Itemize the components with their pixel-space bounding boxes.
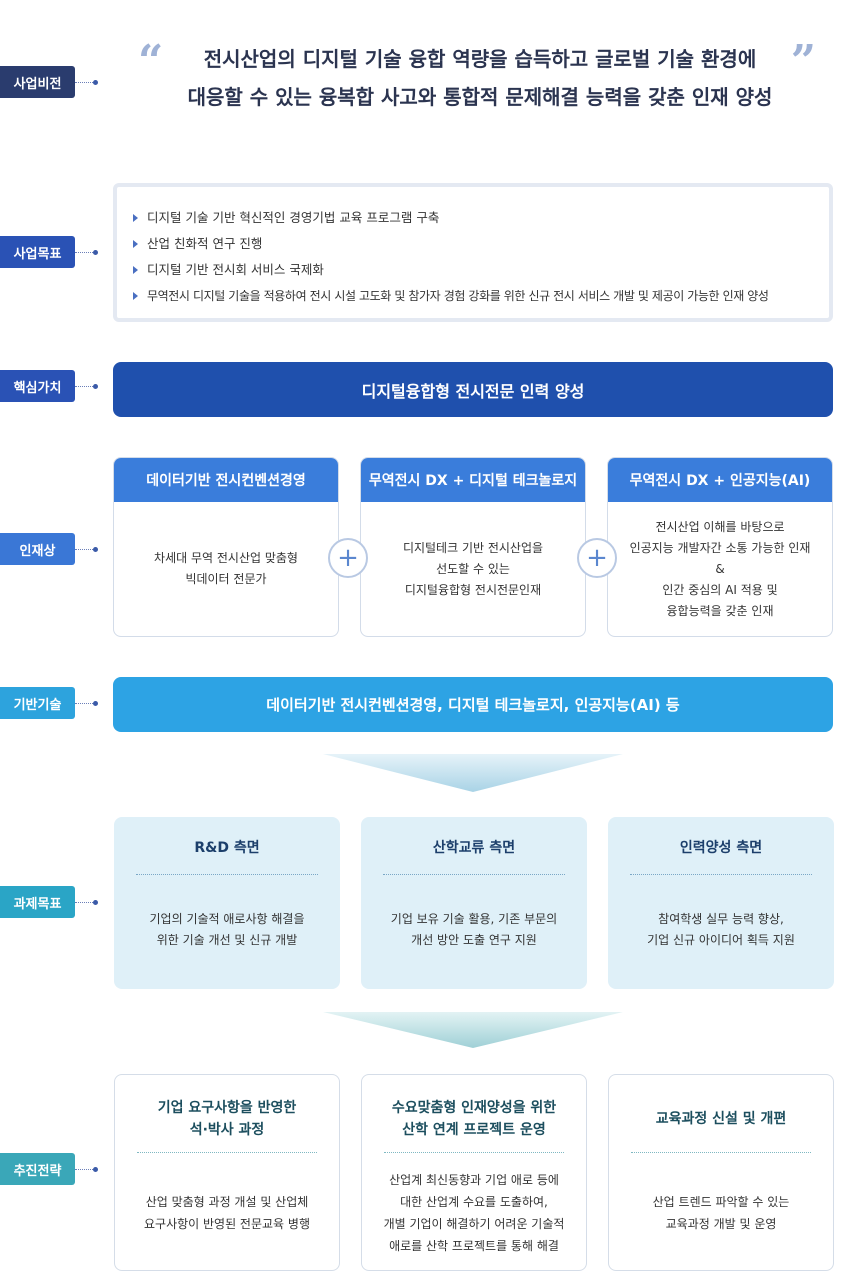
open-quote-icon: “ bbox=[138, 36, 164, 87]
divider bbox=[384, 1152, 564, 1153]
connector-dots bbox=[75, 386, 95, 387]
talent-card-title: 데이터기반 전시컨벤션경영 bbox=[114, 458, 338, 502]
connector-dot bbox=[93, 79, 98, 85]
connector-dots bbox=[75, 252, 95, 253]
vision-statement: “ ” 전시산업의 디지털 기술 융합 역량을 습득하고 글로벌 기술 환경에 … bbox=[130, 36, 830, 116]
label-core: 핵심가치 bbox=[0, 370, 98, 402]
label-strategy: 추진전략 bbox=[0, 1153, 98, 1185]
plus-icon: + bbox=[328, 538, 368, 578]
label-talent: 인재상 bbox=[0, 533, 98, 565]
goal-item: 디지털 기술 기반 혁신적인 경영기법 교육 프로그램 구축 bbox=[133, 205, 813, 231]
divider bbox=[136, 874, 318, 875]
strategy-card-curriculum: 교육과정 신설 및 개편 산업 트렌드 파악할 수 있는 교육과정 개발 및 운… bbox=[608, 1074, 834, 1271]
bullet-arrow-icon bbox=[133, 292, 138, 300]
connector-dot bbox=[93, 546, 98, 552]
label-base: 기반기술 bbox=[0, 687, 98, 719]
down-arrow-icon bbox=[323, 754, 623, 792]
talent-card-body: 차세대 무역 전시산업 맞춤형 빅데이터 전문가 bbox=[154, 551, 298, 586]
bullet-arrow-icon bbox=[133, 214, 138, 222]
task-card-exchange: 산학교류 측면 기업 보유 기술 활용, 기존 부문의 개선 방안 도출 연구 … bbox=[361, 817, 587, 989]
bullet-arrow-icon bbox=[133, 240, 138, 248]
connector-dots bbox=[75, 82, 95, 83]
connector-dots bbox=[75, 902, 95, 903]
task-card-body: 기업 보유 기술 활용, 기존 부문의 개선 방안 도출 연구 지원 bbox=[390, 912, 558, 947]
label-vision: 사업비전 bbox=[0, 66, 98, 98]
label-goals: 사업목표 bbox=[0, 236, 98, 268]
strategy-card-degree: 기업 요구사항을 반영한 석·박사 과정 산업 맞춤형 과정 개설 및 산업체 … bbox=[114, 1074, 340, 1271]
connector-dot bbox=[93, 1166, 98, 1172]
goals-box: 디지털 기술 기반 혁신적인 경영기법 교육 프로그램 구축 산업 친화적 연구… bbox=[113, 183, 833, 322]
talent-card-body: 디지털테크 기반 전시산업을 선도할 수 있는 디지털융합형 전시전문인재 bbox=[402, 540, 544, 597]
plus-icon: + bbox=[577, 538, 617, 578]
close-quote-icon: ” bbox=[790, 36, 816, 87]
strategy-card-body: 산업 맞춤형 과정 개설 및 산업체 요구사항이 반영된 전문교육 병행 bbox=[143, 1195, 310, 1231]
goal-item: 산업 친화적 연구 진행 bbox=[133, 231, 813, 257]
bullet-arrow-icon bbox=[133, 266, 138, 274]
talent-card-ai: 무역전시 DX + 인공지능(AI) 전시산업 이해를 바탕으로 인공지능 개발… bbox=[607, 457, 833, 637]
connector-dots bbox=[75, 703, 95, 704]
connector-dots bbox=[75, 1169, 95, 1170]
connector-dot bbox=[93, 700, 98, 706]
connector-dot bbox=[93, 899, 98, 905]
strategy-card-title: 교육과정 신설 및 개편 bbox=[655, 1111, 787, 1127]
talent-card-body: 전시산업 이해를 바탕으로 인공지능 개발자간 소통 가능한 인재 & 인간 중… bbox=[629, 519, 811, 618]
label-tasks: 과제목표 bbox=[0, 886, 98, 918]
connector-dot bbox=[93, 383, 98, 389]
vision-line-2: 대응할 수 있는 융복합 사고와 통합적 문제해결 능력을 갖춘 인재 양성 bbox=[187, 85, 773, 109]
strategy-card-body: 산업 트렌드 파악할 수 있는 교육과정 개발 및 운영 bbox=[652, 1195, 790, 1231]
talent-card-digital: 무역전시 DX + 디지털 테크놀로지 디지털테크 기반 전시산업을 선도할 수… bbox=[360, 457, 586, 637]
talent-card-title: 무역전시 DX + 인공지능(AI) bbox=[608, 458, 832, 502]
divider bbox=[137, 1152, 317, 1153]
divider bbox=[631, 1152, 811, 1153]
task-card-training: 인력양성 측면 참여학생 실무 능력 향상, 기업 신규 아이디어 획득 지원 bbox=[608, 817, 834, 989]
strategy-card-title: 수요맞춤형 인재양성을 위한 산학 연계 프로젝트 운영 bbox=[391, 1100, 557, 1138]
core-value-bar: 디지털융합형 전시전문 인력 양성 bbox=[113, 362, 833, 417]
strategy-card-title: 기업 요구사항을 반영한 석·박사 과정 bbox=[157, 1100, 297, 1138]
task-card-body: 기업의 기술적 애로사항 해결을 위한 기술 개선 및 신규 개발 bbox=[149, 912, 305, 947]
divider bbox=[383, 874, 565, 875]
talent-card-title: 무역전시 DX + 디지털 테크놀로지 bbox=[361, 458, 585, 502]
vision-line-1: 전시산업의 디지털 기술 융합 역량을 습득하고 글로벌 기술 환경에 bbox=[203, 47, 757, 71]
goal-item: 무역전시 디지털 기술을 적용하여 전시 시설 고도화 및 참가자 경험 강화를… bbox=[133, 283, 813, 309]
down-arrow-icon bbox=[323, 1012, 623, 1048]
divider bbox=[630, 874, 812, 875]
task-card-body: 참여학생 실무 능력 향상, 기업 신규 아이디어 획득 지원 bbox=[647, 912, 795, 947]
task-card-rnd: R&D 측면 기업의 기술적 애로사항 해결을 위한 기술 개선 및 신규 개발 bbox=[114, 817, 340, 989]
connector-dot bbox=[93, 249, 98, 255]
connector-dots bbox=[75, 549, 95, 550]
goal-item: 디지털 기반 전시회 서비스 국제화 bbox=[133, 257, 813, 283]
strategy-card-body: 산업계 최신동향과 기업 애로 등에 대한 산업계 수요를 도출하여, 개별 기… bbox=[383, 1173, 565, 1253]
task-card-title: 인력양성 측면 bbox=[679, 840, 763, 856]
base-tech-bar: 데이터기반 전시컨벤션경영, 디지털 테크놀로지, 인공지능(AI) 등 bbox=[113, 677, 833, 732]
strategy-card-project: 수요맞춤형 인재양성을 위한 산학 연계 프로젝트 운영 산업계 최신동향과 기… bbox=[361, 1074, 587, 1271]
talent-card-data: 데이터기반 전시컨벤션경영 차세대 무역 전시산업 맞춤형 빅데이터 전문가 bbox=[113, 457, 339, 637]
task-card-title: 산학교류 측면 bbox=[432, 840, 516, 856]
task-card-title: R&D 측면 bbox=[194, 840, 260, 856]
